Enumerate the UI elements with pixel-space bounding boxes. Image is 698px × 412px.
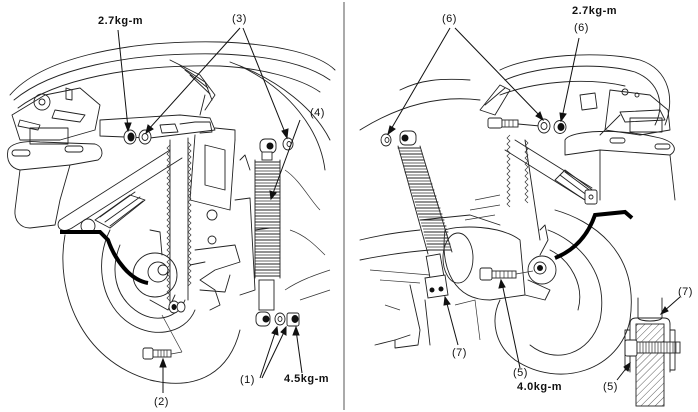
engine-detail-right: [384, 299, 481, 341]
torque-label-lower-right: 4.0kg-m: [517, 381, 563, 393]
cutaway-line-right: [554, 209, 634, 260]
rear-wheel-left: [62, 229, 241, 384]
license-bracket-right: [564, 130, 676, 201]
torque-label-upper-right: 2.7kg-m: [572, 5, 618, 17]
shock-absorber-right: [397, 130, 453, 299]
tail-light: [11, 87, 101, 145]
tail-light-right: [579, 88, 671, 136]
upper-mount-left: [99, 94, 236, 211]
upper-nut-right: [553, 120, 567, 134]
callout-6-left: (6): [442, 13, 457, 25]
callout-1: (1): [240, 374, 255, 386]
bolt-2: [142, 347, 172, 360]
callout-7: (7): [452, 347, 467, 359]
license-bracket: [7, 141, 103, 229]
leader-lines: [117, 27, 681, 393]
callout-6-right: (6): [574, 22, 589, 34]
axle-nut-left: [168, 300, 186, 314]
rear-arm-bracket: [189, 154, 271, 311]
callout-3: (3): [232, 13, 247, 25]
torque-label-lower-left: 4.5kg-m: [284, 373, 330, 385]
lower-washer-left: [274, 312, 286, 326]
frame-tube-right: [504, 139, 598, 205]
upper-washer-left: [138, 129, 152, 145]
detail-callout-5: (5): [603, 381, 618, 393]
bolt-5: [479, 267, 534, 281]
upper-bolt-right: [487, 117, 541, 129]
upper-washer-right-panel: [537, 118, 551, 134]
spacer-washer-right: [380, 133, 392, 147]
left-panel-illustration: [7, 41, 336, 384]
shock-spring-left: [254, 159, 281, 279]
detail-callout-7: (7): [678, 286, 693, 298]
cutaway-line-left: [60, 230, 149, 285]
frame-tube-left: [57, 149, 183, 234]
callout-2: (2): [154, 396, 169, 408]
engine-detail-left: [284, 169, 331, 301]
detail-cross-section: [624, 297, 681, 407]
upper-nut-left: [123, 129, 137, 145]
rear-body-cowl: [9, 41, 336, 171]
center-stand: [374, 284, 431, 349]
callout-4: (4): [310, 107, 325, 119]
drive-cover-left: [166, 137, 192, 306]
right-panel-illustration: [359, 54, 676, 375]
torque-label-upper-left: 2.7kg-m: [98, 15, 144, 27]
rear-wheel-right: [494, 209, 632, 375]
lower-nut-left: [286, 312, 300, 327]
callout-5: (5): [513, 367, 528, 379]
drive-belt-right: [506, 134, 541, 241]
shock-spring-right: [397, 145, 453, 255]
shock-absorber-left: [254, 138, 281, 327]
crankcase-cover-right: [359, 194, 526, 301]
